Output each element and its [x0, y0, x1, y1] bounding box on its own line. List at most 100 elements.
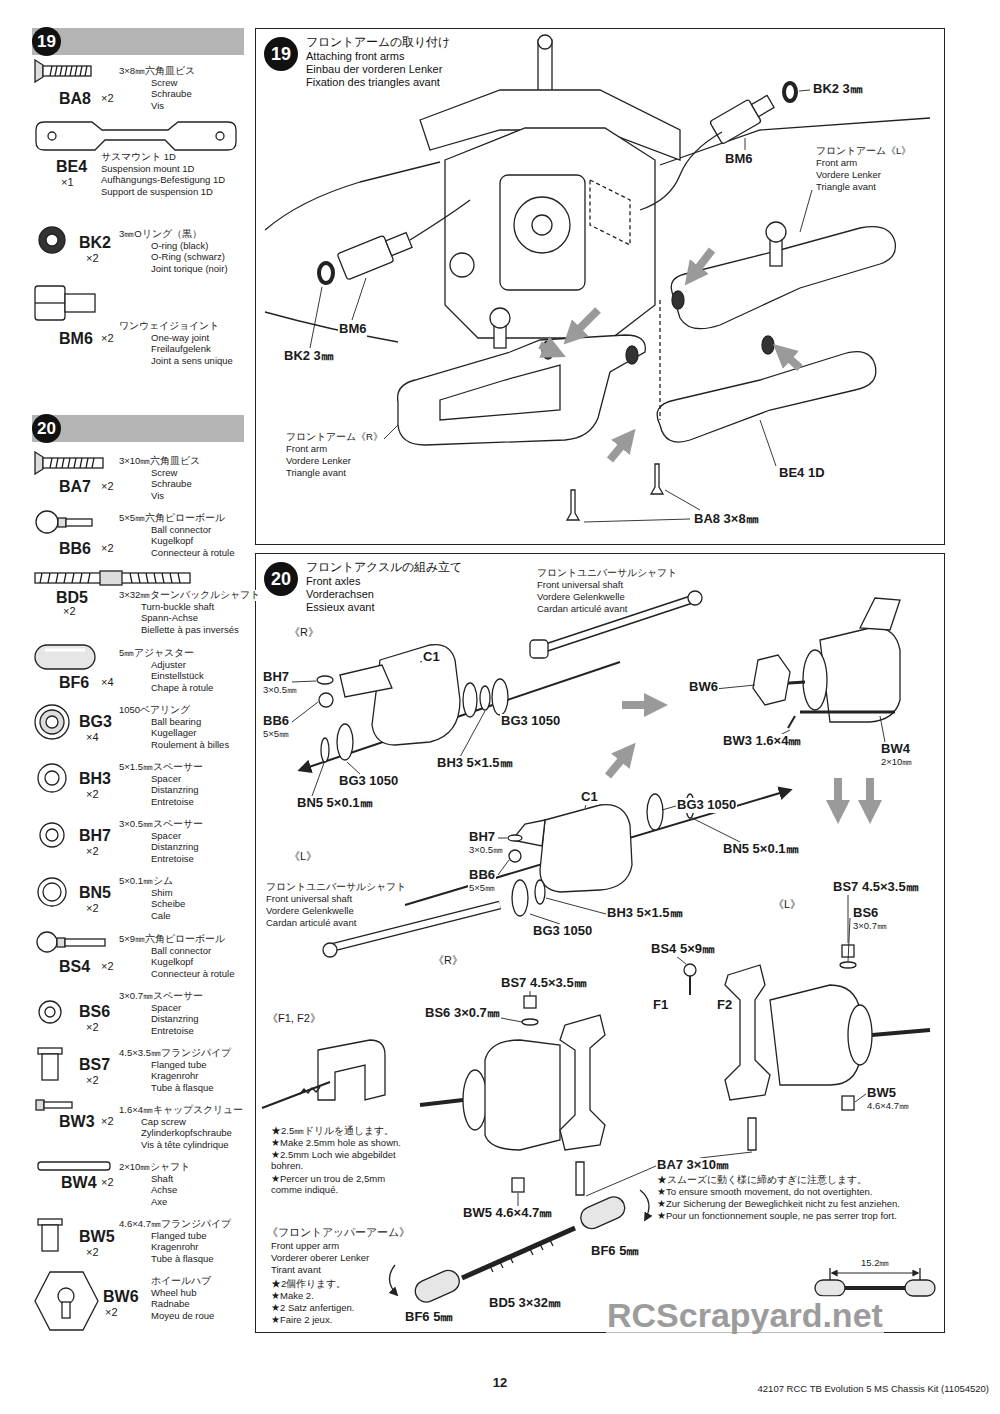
- callout-label: BA8 3×8㎜: [693, 512, 760, 527]
- part-code: BA7: [58, 478, 92, 496]
- step-number: 20: [32, 414, 61, 443]
- front-arm-illustration-part: [672, 291, 684, 309]
- front-axle-illustration-part: [340, 665, 392, 697]
- front-axle-illustration-part: [300, 662, 620, 770]
- part-icons-part: [65, 939, 105, 946]
- front-arm-illustration-part: [450, 253, 474, 277]
- front-axle-illustration-part: [820, 628, 900, 722]
- part-description: 1050ベアリング: [118, 705, 191, 716]
- part-icons-part: [38, 878, 66, 906]
- part-description: Scheibe: [150, 899, 186, 910]
- part-code: BF6: [58, 674, 90, 692]
- part-icons-part: [46, 234, 58, 246]
- part-description: Connecteur à rotule: [150, 969, 235, 980]
- front-arm-illustration-part-part: [665, 490, 700, 510]
- front-axle-illustration-part: [540, 805, 632, 892]
- quantity: ×2: [62, 605, 77, 618]
- quantity: ×2: [100, 332, 115, 345]
- part-code: BW3: [58, 1113, 96, 1131]
- note-text: ★To ensure smooth movement, do not overt…: [656, 1187, 873, 1198]
- side-marker: 《R》: [288, 626, 320, 639]
- front-arm-illustration-part: [538, 35, 552, 49]
- quantity: ×2: [100, 960, 115, 973]
- note-text: 3×0.7㎜: [852, 921, 888, 932]
- front-axle-illustration-part: [512, 820, 545, 846]
- front-axle-illustration-part: [372, 645, 460, 745]
- front-arm-illustration-part: [265, 162, 440, 230]
- note-text: Front arm: [815, 158, 858, 169]
- callout-label: C1: [580, 790, 599, 805]
- note-text: フロントアーム《R》: [285, 432, 384, 443]
- callout-label: BH7: [262, 670, 290, 685]
- note-text: ★Pour un fonctionnement souple, ne pas s…: [656, 1211, 898, 1222]
- step-number: 19: [32, 27, 61, 56]
- front-axle-illustration-part: [463, 683, 477, 717]
- note-text: 2×10㎜: [880, 757, 913, 768]
- note-text: ★Make 2.5mm hole as shown.: [270, 1138, 402, 1149]
- front-axle-illustration-part: [530, 640, 548, 658]
- step-number: 19: [264, 37, 298, 71]
- front-axle-illustration-part: [848, 1005, 872, 1065]
- part-icons-part: [45, 771, 59, 785]
- part-icons-part: [37, 932, 57, 952]
- callout-label: BS6 3×0.7㎜: [424, 1006, 501, 1021]
- quantity: ×2: [85, 1021, 100, 1034]
- front-axle-illustration-part: [508, 835, 522, 841]
- note-text: Front universal shaft: [265, 894, 353, 905]
- part-icons-part: [40, 573, 180, 583]
- part-icons-part: [36, 1100, 44, 1110]
- front-arm-illustration-part-part: [610, 438, 628, 460]
- part-description: Distanzring: [150, 785, 200, 796]
- front-arm-illustration-part-part: [352, 278, 366, 320]
- part-icons-part: [43, 66, 91, 76]
- part-description: Entretoise: [150, 854, 195, 865]
- note-text: Triangle avant: [285, 468, 347, 479]
- quantity: ×2: [100, 542, 115, 555]
- part-description: Tube à flasque: [150, 1254, 215, 1265]
- part-description: Zylinderkopfschraube: [140, 1128, 233, 1139]
- front-arm-illustration-part: [590, 180, 630, 245]
- front-axle-illustration-part: [842, 1096, 854, 1110]
- front-arm-illustration-part: [626, 346, 638, 364]
- part-description: 5㎜アジャスター: [118, 648, 195, 659]
- front-arm-illustration-part: [640, 132, 722, 210]
- callout-label: BG3 1050: [676, 798, 737, 813]
- front-axle-illustration-part: [770, 985, 860, 1085]
- callout-label: C1: [422, 650, 441, 665]
- front-arm-illustration-part: [784, 83, 796, 101]
- note-text: 3×0.5㎜: [262, 685, 298, 696]
- part-description: Kragenrohr: [150, 1242, 200, 1253]
- part-description: Distanzring: [150, 1014, 200, 1025]
- front-axle-illustration-part-part: [662, 806, 676, 810]
- front-axle-illustration-part: [860, 598, 900, 630]
- front-axle-illustration-part: [608, 705, 870, 812]
- part-description: Aufhängungs-Befestigung 1D: [100, 175, 226, 186]
- front-axle-illustration-part: [300, 1087, 320, 1094]
- front-axle-illustration-part: [522, 1019, 538, 1025]
- part-description: Screw: [150, 468, 178, 479]
- quantity: ×2: [85, 1074, 100, 1087]
- part-code: BB6: [58, 540, 92, 558]
- callout-label: BK2 3㎜: [812, 82, 864, 97]
- step-title-line: Front axles: [306, 575, 462, 588]
- part-description: Joint torique (noir): [150, 264, 229, 275]
- front-arm-illustration-part-part: [584, 519, 690, 522]
- callout-label: BG3 1050: [532, 924, 593, 939]
- front-axle-illustration-part: [535, 880, 545, 904]
- part-icons-part: [35, 452, 43, 474]
- front-axle-illustration-part-part: [498, 860, 509, 875]
- front-axle-illustration-part: [412, 1267, 463, 1306]
- callout-label: F1: [652, 998, 669, 1013]
- note-text: Triangle avant: [815, 182, 877, 193]
- note-text: フロントユニバーサルシャフト: [265, 882, 407, 893]
- front-axle-illustration-part: [815, 1280, 845, 1296]
- quantity: ×2: [85, 1246, 100, 1259]
- quantity: ×2: [85, 902, 100, 915]
- front-axle-illustration-part-part: [460, 711, 485, 757]
- part-description: Vis à tête cylindrique: [140, 1140, 230, 1151]
- front-axle-illustration-part-part: [530, 914, 560, 924]
- part-description: 5×9㎜六角ピローボール: [118, 934, 226, 945]
- callout-label: BS7 4.5×3.5㎜: [500, 976, 588, 991]
- front-arm-illustration-part-part: [386, 233, 412, 256]
- part-icons-part: [35, 302, 65, 303]
